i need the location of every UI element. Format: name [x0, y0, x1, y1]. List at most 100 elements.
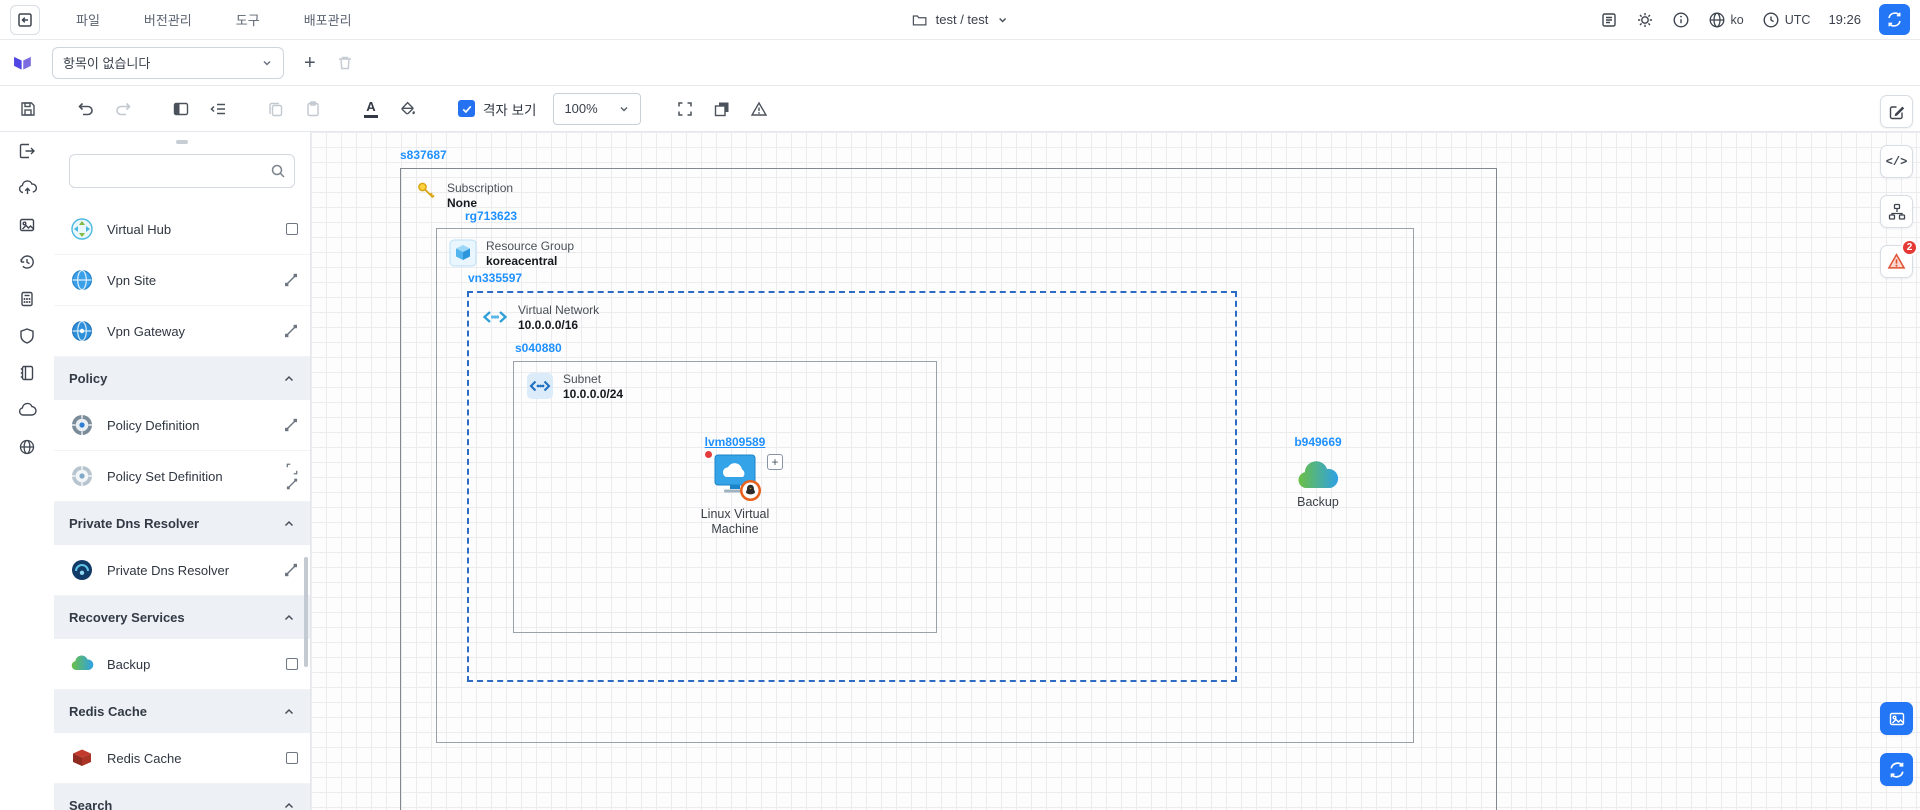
section-redis-cache[interactable]: Redis Cache — [54, 690, 310, 733]
font-color-button[interactable]: A — [357, 95, 385, 123]
add-connected-resource-button[interactable]: + — [767, 454, 783, 470]
resource-group-id-label[interactable]: rg713623 — [465, 209, 518, 223]
resource-group-title: Resource Group — [486, 239, 575, 253]
paste-button[interactable] — [299, 95, 327, 123]
place-on-canvas-icon[interactable] — [286, 658, 298, 670]
resource-group-box[interactable]: Resource Group koreacentral — [436, 228, 1414, 743]
subscription-box[interactable]: Subscription None — [400, 168, 1497, 810]
sidebar-scrollbar-thumb[interactable] — [304, 557, 308, 667]
history-category-button[interactable] — [16, 253, 38, 271]
sidebar-item-vpn-site[interactable]: Vpn Site — [54, 255, 310, 306]
connect-icon[interactable] — [286, 478, 298, 490]
virtual-network-title: Virtual Network — [518, 303, 600, 317]
code-view-button[interactable]: </> — [1880, 145, 1913, 178]
connect-icon[interactable] — [284, 563, 298, 577]
cloud-upload-category-button[interactable] — [16, 179, 38, 197]
vm-id-label[interactable]: lvm809589 — [704, 435, 766, 449]
language-button[interactable]: ko — [1708, 11, 1744, 29]
vm-node[interactable]: lvm809589 + Linux Virtual Machine — [685, 435, 785, 537]
notebook-category-button[interactable] — [16, 364, 38, 382]
collapse-sidebar-button[interactable] — [10, 4, 40, 35]
resource-sidebar: Virtual Hub Vpn Site Vpn Gateway Policy — [54, 132, 311, 810]
warnings-button[interactable] — [745, 95, 773, 123]
zoom-select[interactable]: 100% — [553, 92, 642, 125]
place-on-canvas-icon[interactable] — [286, 752, 298, 764]
virtual-network-id-label[interactable]: vn335597 — [468, 271, 523, 285]
virtual-network-box[interactable]: Virtual Network 10.0.0.0/16 — [467, 291, 1237, 682]
refresh-button[interactable] — [1879, 4, 1910, 35]
backup-cloud-icon[interactable] — [1295, 459, 1341, 491]
toggle-panel-button[interactable] — [167, 95, 195, 123]
cloud-category-button[interactable] — [16, 401, 38, 419]
image-category-button[interactable] — [16, 216, 38, 234]
undo-button[interactable] — [72, 95, 100, 123]
fullscreen-button[interactable] — [671, 95, 699, 123]
sidebar-hscrollbar[interactable] — [176, 140, 188, 144]
sidebar-layout-icon — [173, 102, 189, 115]
delete-item-button[interactable] — [336, 54, 354, 72]
place-on-canvas-icon[interactable] — [286, 223, 298, 235]
sidebar-item-backup[interactable]: Backup — [54, 639, 310, 690]
backup-id-label[interactable]: b949669 — [1294, 435, 1342, 449]
tree-view-button[interactable] — [1880, 195, 1913, 228]
linux-vm-icon[interactable] — [712, 453, 758, 495]
sidebar-item-policy-definition[interactable]: Policy Definition — [54, 400, 310, 451]
vpn-site-icon — [69, 267, 95, 293]
diagram-canvas[interactable]: s837687 Subscription None rg713623 Resou… — [311, 132, 1920, 810]
section-search[interactable]: Search — [54, 784, 310, 810]
subnet-id-label[interactable]: s040880 — [515, 341, 562, 355]
sidebar-item-vpn-gateway[interactable]: Vpn Gateway — [54, 306, 310, 357]
fill-color-button[interactable] — [394, 95, 422, 123]
outline-button[interactable] — [204, 95, 232, 123]
docs-panel-button[interactable] — [1600, 11, 1618, 29]
grid-view-toggle[interactable]: 격자 보기 — [458, 99, 536, 119]
backup-node[interactable]: b949669 Backup — [1268, 435, 1368, 510]
grid-view-label: 격자 보기 — [483, 102, 537, 118]
outline-collapse-icon — [210, 103, 225, 114]
sidebar-item-private-dns-resolver[interactable]: Private Dns Resolver — [54, 545, 310, 596]
sidebar-item-virtual-hub[interactable]: Virtual Hub — [54, 204, 310, 255]
info-button[interactable] — [1672, 11, 1690, 29]
calculator-category-button[interactable] — [16, 290, 38, 308]
edit-mode-button[interactable] — [1880, 95, 1913, 128]
item-selector[interactable]: 항목이 없습니다 — [52, 46, 284, 79]
sidebar-item-redis-cache[interactable]: Redis Cache — [54, 733, 310, 784]
shield-category-button[interactable] — [16, 327, 38, 345]
subscription-id-label[interactable]: s837687 — [400, 148, 447, 162]
section-recovery-services[interactable]: Recovery Services — [54, 596, 310, 639]
backup-icon — [69, 651, 95, 677]
item-label: Private Dns Resolver — [107, 562, 230, 578]
project-switcher[interactable]: test / test — [912, 12, 1009, 28]
subnet-header: Subnet 10.0.0.0/24 — [514, 362, 936, 402]
deploy-sync-button[interactable] — [1880, 753, 1913, 786]
menu-file[interactable]: 파일 — [76, 13, 100, 28]
connection-point-dot[interactable] — [705, 451, 712, 458]
menu-version-control[interactable]: 버전관리 — [143, 13, 192, 28]
theme-toggle-button[interactable] — [1636, 11, 1654, 29]
validation-errors-button[interactable]: 2 — [1880, 239, 1918, 278]
menu-tools[interactable]: 도구 — [235, 13, 260, 28]
edit-pencil-icon — [1889, 105, 1904, 119]
add-item-button[interactable]: + — [300, 53, 320, 73]
subnet-box[interactable]: Subnet 10.0.0.0/24 — [513, 361, 937, 633]
menu-deploy-management[interactable]: 배포관리 — [303, 13, 352, 28]
redo-button[interactable] — [109, 95, 137, 123]
connect-icon[interactable] — [284, 418, 298, 432]
section-private-dns-resolver[interactable]: Private Dns Resolver — [54, 502, 310, 545]
export-image-button[interactable] — [1880, 702, 1913, 735]
bring-front-button[interactable] — [708, 95, 736, 123]
connect-icon[interactable] — [284, 273, 298, 287]
export-category-button[interactable] — [16, 142, 38, 160]
section-policy[interactable]: Policy — [54, 357, 310, 400]
search-input[interactable] — [69, 154, 295, 188]
sidebar-item-policy-set-definition[interactable]: Policy Set Definition — [54, 451, 310, 502]
vpn-gateway-icon — [69, 318, 95, 344]
globe-category-button[interactable] — [16, 438, 38, 456]
sync-icon — [1889, 761, 1904, 778]
timezone-button[interactable]: UTC — [1762, 11, 1810, 29]
item-label: Vpn Gateway — [107, 323, 186, 339]
copy-button[interactable] — [262, 95, 290, 123]
connect-icon[interactable] — [284, 324, 298, 338]
resize-icon[interactable] — [286, 463, 298, 475]
save-button[interactable] — [14, 95, 42, 123]
